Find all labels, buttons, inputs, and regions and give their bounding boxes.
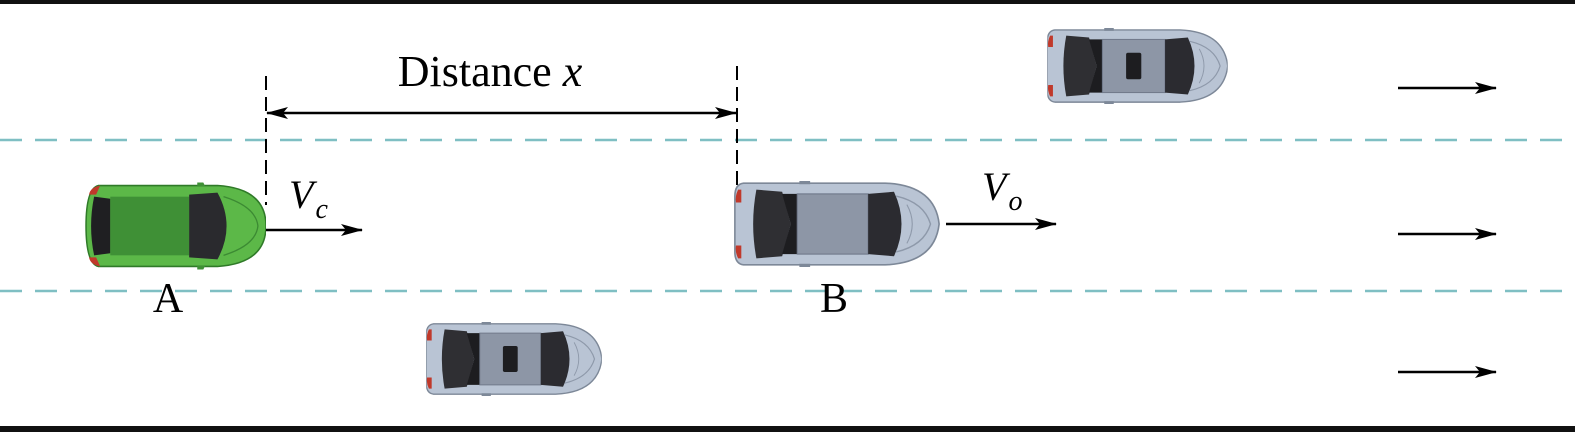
car-b-label: B (820, 276, 848, 322)
velocity-b-base: V (982, 164, 1011, 209)
car-icon (426, 322, 602, 396)
velocity-b-subscript: o (1008, 186, 1022, 217)
distance-word: Distance (398, 47, 552, 96)
car-b-icon (734, 181, 940, 267)
car-a-icon (85, 181, 266, 271)
velocity-a-label: Vc (289, 172, 328, 225)
velocity-a-subscript: c (315, 194, 328, 225)
road-bottom-edge (0, 426, 1575, 432)
distance-label: Distance x (398, 47, 583, 96)
distance-variable: x (562, 47, 583, 96)
car-a-label: A (153, 276, 184, 322)
road-top-edge (0, 0, 1575, 4)
velocity-a-base: V (289, 172, 318, 217)
car-icon (1047, 28, 1228, 104)
velocity-b-label: Vo (982, 164, 1022, 217)
